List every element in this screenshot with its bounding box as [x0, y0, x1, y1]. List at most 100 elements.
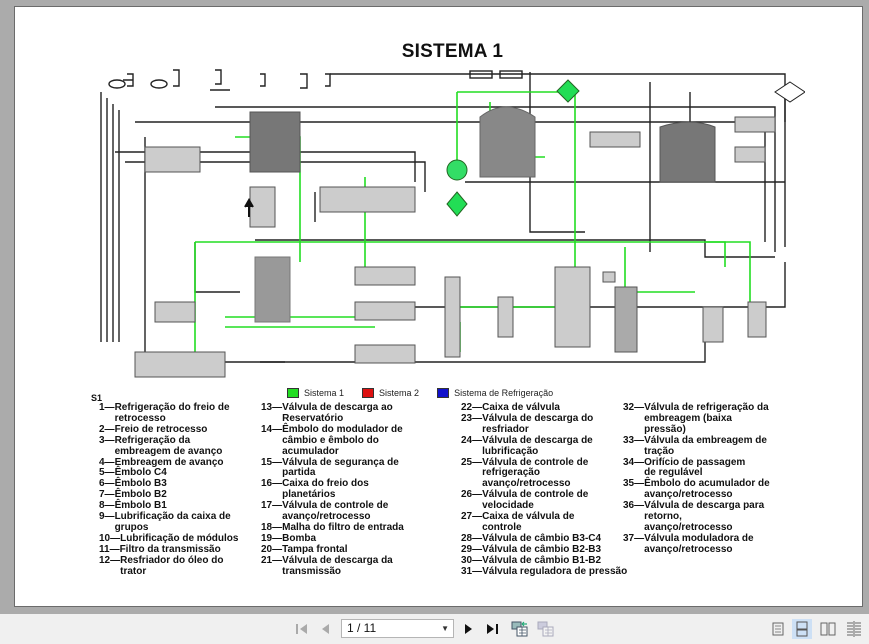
- page-indicator: 1 / 11: [347, 621, 377, 635]
- part-legend-item: 3—Refrigeração da embreagem de avanço: [99, 435, 259, 458]
- two-page-continuous-view-button[interactable]: [845, 621, 863, 637]
- part-description: Refrigeração do freio de retrocesso: [114, 402, 230, 424]
- part-description: Êmbolo B3: [114, 478, 167, 490]
- part-description: Válvula da embreagem de tração: [644, 434, 767, 457]
- last-page-button[interactable]: [485, 621, 501, 637]
- part-description: Bomba: [282, 532, 317, 544]
- part-number: 17—: [261, 500, 283, 512]
- part-description: Êmbolo do acumulador de avanço/retrocess…: [644, 478, 770, 501]
- part-legend-item: 10—Lubrificação de módulos: [99, 533, 259, 545]
- next-page-button[interactable]: [462, 621, 476, 637]
- component-27: [254, 256, 291, 323]
- component-24: [734, 146, 766, 163]
- part-legend-item: 1—Refrigeração do freio de retrocesso: [99, 402, 259, 425]
- two-page-view-button[interactable]: [819, 621, 837, 637]
- continuous-page-icon: [796, 621, 808, 637]
- part-number: 13—: [261, 402, 283, 413]
- part-number: 9—: [99, 511, 115, 523]
- single-page-view-button[interactable]: [770, 621, 786, 637]
- page-number-select[interactable]: 1 / 11 ▼: [341, 619, 454, 638]
- document-viewport[interactable]: SISTEMA 1: [0, 0, 869, 614]
- component-15: [249, 186, 276, 228]
- dropdown-arrow-icon: ▼: [441, 624, 449, 633]
- part-number: 18—: [261, 521, 283, 533]
- part-number: 25—: [461, 456, 483, 468]
- part-legend-item: 34—Orifício de passagem de regulável: [623, 457, 793, 480]
- page-title: SISTEMA 1: [15, 41, 864, 63]
- component-29: [354, 301, 416, 321]
- go-forward-view-button[interactable]: [537, 621, 555, 637]
- next-page-icon: [465, 624, 472, 634]
- part-legend-item: 13—Válvula de descarga ao Reservatório: [261, 402, 451, 425]
- two-page-icon: [820, 622, 836, 636]
- part-legend-item: 28—Válvula de câmbio B3-C4: [461, 532, 631, 545]
- part-legend-item: 6—Êmbolo B3: [99, 478, 259, 490]
- part-description: Malha do filtro de entrada: [282, 521, 404, 533]
- part-description: Êmbolo B1: [114, 500, 167, 512]
- first-page-icon: [296, 624, 307, 634]
- two-page-continuous-icon: [847, 621, 861, 637]
- component-32: [497, 296, 514, 338]
- part-description: Filtro da transmissão: [119, 543, 221, 555]
- part-description: Válvula moduladora de avanço/retrocesso: [644, 532, 754, 555]
- component-30: [354, 344, 416, 364]
- color-legend: Sistema 1 Sistema 2 Sistema de Refrigera…: [287, 388, 553, 398]
- part-description: Êmbolo C4: [114, 467, 167, 479]
- component-8: [325, 73, 331, 87]
- part-description: Válvula de descarga do resfriador: [482, 412, 594, 435]
- part-legend-item: 18—Malha do filtro de entrada: [261, 521, 451, 534]
- part-legend-item: 8—Êmbolo B1: [99, 500, 259, 512]
- continuous-view-button[interactable]: [792, 619, 812, 639]
- component-18-filter: [446, 191, 468, 217]
- legend-swatch: [287, 388, 299, 398]
- go-back-view-button[interactable]: [511, 621, 529, 637]
- legend-label: Sistema de Refrigeração: [454, 388, 554, 398]
- part-number: 30—: [461, 554, 483, 566]
- part-legend-item: 35—Êmbolo do acumulador de avanço/retroc…: [623, 478, 793, 501]
- component-17: [319, 186, 416, 213]
- part-description: Válvula de câmbio B3-C4: [482, 532, 602, 544]
- part-legend-item: 16—Caixa do freio dos planetários: [261, 478, 451, 501]
- component-20: [479, 106, 536, 178]
- previous-page-button[interactable]: [318, 621, 332, 637]
- component-3: [150, 79, 168, 89]
- legend-swatch: [362, 388, 375, 398]
- part-number: 23—: [461, 412, 483, 424]
- component-37: [747, 301, 767, 338]
- part-legend-item: 23—Válvula de descarga do resfriador: [461, 412, 631, 436]
- part-description: Válvula reguladora de pressão: [482, 565, 628, 577]
- component-13: [144, 146, 201, 173]
- component-23: [734, 116, 776, 133]
- part-description: Válvula de descarga da transmissão: [282, 554, 393, 577]
- part-description: Êmbolo do modulador de câmbio e êmbolo d…: [282, 423, 403, 457]
- part-number: 16—: [261, 478, 283, 490]
- component-2: [123, 73, 134, 87]
- first-page-button[interactable]: [294, 621, 310, 637]
- part-number: 32—: [623, 402, 645, 413]
- part-number: 21—: [261, 554, 283, 566]
- part-number: 19—: [261, 532, 283, 544]
- part-legend-item: 30—Válvula de câmbio B1-B2: [461, 554, 631, 567]
- part-number: 33—: [623, 434, 645, 446]
- legend-label: Sistema 2: [379, 388, 420, 398]
- parts-column-4: 32—Válvula de refrigeração da embreagem …: [623, 402, 793, 556]
- part-number: 24—: [461, 434, 483, 446]
- part-description: Válvula de descarga de lubrificação: [482, 434, 593, 457]
- part-legend-item: 37—Válvula moduladora de avanço/retroces…: [623, 532, 793, 556]
- component-34: [602, 271, 616, 283]
- part-number: 29—: [461, 543, 483, 555]
- component-26: [134, 351, 226, 378]
- part-number: 26—: [461, 489, 483, 501]
- component-36: [702, 306, 724, 343]
- part-description: Freio de retrocesso: [114, 423, 208, 435]
- part-description: Resfriador do óleo do trator: [120, 554, 224, 577]
- table-forward-icon: [537, 621, 554, 637]
- part-legend-item: 12—Resfriador do óleo do trator: [99, 554, 259, 578]
- part-legend-item: 31—Válvula reguladora de pressão: [461, 565, 631, 578]
- part-number: 22—: [461, 402, 483, 413]
- component-33: [554, 266, 591, 348]
- legend-item-system-1: Sistema 1: [287, 388, 344, 398]
